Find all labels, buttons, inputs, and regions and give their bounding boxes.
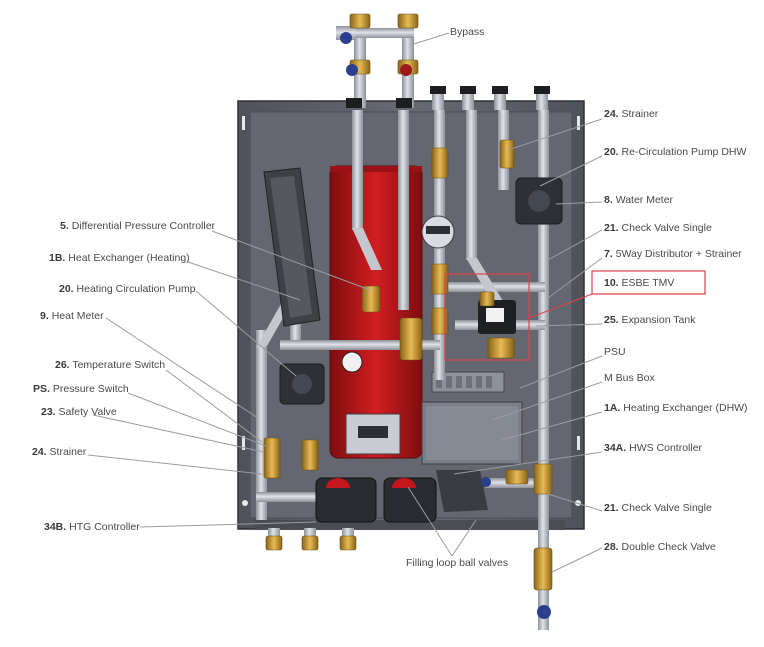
label-text: Strainer: [621, 108, 659, 120]
label-number: 23.: [41, 406, 56, 418]
label-number: 21.: [604, 502, 619, 514]
label-number: 9.: [40, 310, 49, 322]
heat-exchanger-heating: [263, 167, 321, 327]
pipe-caps: [346, 86, 550, 108]
label-text: Strainer: [49, 446, 87, 458]
label-check-valve-single-top: 21. Check Valve Single: [604, 222, 712, 235]
label-number: 20.: [604, 146, 619, 158]
label-text: ESBE TMV: [621, 277, 675, 289]
label-number: 5.: [60, 220, 69, 232]
label-text: Heating Circulation Pump: [76, 283, 196, 295]
label-m-bus-box: M Bus Box: [604, 372, 655, 385]
pressure-gauge: [341, 351, 363, 373]
label-safety-valve: 23. Safety Valve: [41, 406, 117, 419]
label-expansion-tank: 25. Expansion Tank: [604, 314, 695, 327]
label-double-check-valve: 28. Double Check Valve: [604, 541, 716, 554]
label-number: 24.: [32, 446, 47, 458]
label-number: 34A.: [604, 442, 627, 454]
label-recirculation-pump-dhw: 20. Re-Circulation Pump DHW: [604, 146, 746, 159]
psu: [431, 371, 505, 393]
label-text: PSU: [604, 346, 626, 358]
htg-hws-controllers: [315, 470, 488, 523]
esbe-tmv-highlight: [444, 270, 706, 361]
label-text: Pressure Switch: [52, 383, 129, 395]
label-strainer-left: 24. Strainer: [32, 446, 86, 459]
brass-fittings: [263, 13, 553, 591]
label-number: PS.: [33, 383, 50, 395]
label-check-valve-single-bottom: 21. Check Valve Single: [604, 502, 712, 515]
label-number: 21.: [604, 222, 619, 234]
label-hws-controller: 34A. HWS Controller: [604, 442, 702, 455]
label-number: 28.: [604, 541, 619, 553]
label-text: Heat Exchanger (Heating): [68, 252, 190, 264]
label-text: Heating Exchanger (DHW): [623, 402, 748, 414]
leader-lines: [87, 32, 603, 573]
label-number: 1A.: [604, 402, 621, 414]
label-text: Check Valve Single: [621, 222, 712, 234]
label-pressure-switch: PS. Pressure Switch: [33, 383, 129, 396]
label-heat-meter: 9. Heat Meter: [40, 310, 104, 323]
m-bus-box: [421, 401, 523, 465]
heat-meter: [345, 413, 401, 455]
label-psu: PSU: [604, 346, 626, 359]
label-text: Water Meter: [615, 194, 674, 206]
label-strainer-right: 24. Strainer: [604, 108, 658, 121]
label-number: 8.: [604, 194, 613, 206]
label-text: Heat Meter: [51, 310, 104, 322]
mounting-slot-icons: [242, 116, 581, 506]
label-text: Safety Valve: [58, 406, 117, 418]
label-text: HTG Controller: [69, 521, 140, 533]
label-text: HWS Controller: [629, 442, 703, 454]
label-heating-exchanger-dhw: 1A. Heating Exchanger (DHW): [604, 402, 748, 415]
ball-valve-handles: [340, 32, 551, 619]
label-heating-circulation-pump: 20. Heating Circulation Pump: [59, 283, 196, 296]
label-water-meter: 8. Water Meter: [604, 194, 673, 207]
label-text: 5Way Distributor + Strainer: [615, 248, 742, 260]
label-text: Re-Circulation Pump DHW: [621, 146, 747, 158]
label-number: 1B.: [49, 252, 66, 264]
label-differential-pressure-controller: 5. Differential Pressure Controller: [60, 220, 215, 233]
label-number: 24.: [604, 108, 619, 120]
heating-circulation-pump: [279, 363, 325, 405]
label-bypass: Bypass: [450, 26, 485, 38]
label-esbe-tmv: 10. ESBE TMV: [604, 277, 674, 290]
label-text: Check Valve Single: [621, 502, 712, 514]
label-number: 7.: [604, 248, 613, 260]
label-htg-controller: 34B. HTG Controller: [44, 521, 140, 534]
recirculation-pump-dhw: [515, 177, 563, 225]
esbe-tmv: [478, 300, 516, 334]
label-number: 26.: [55, 359, 70, 371]
label-5way-distributor: 7. 5Way Distributor + Strainer: [604, 248, 742, 261]
label-number: 25.: [604, 314, 619, 326]
label-temperature-switch: 26. Temperature Switch: [55, 359, 165, 372]
label-text: Temperature Switch: [72, 359, 166, 371]
label-number: 10.: [604, 277, 619, 289]
label-number: 34B.: [44, 521, 67, 533]
label-text: Expansion Tank: [621, 314, 696, 326]
label-filling-loop-ball-valves: Filling loop ball valves: [406, 557, 509, 569]
label-text: M Bus Box: [604, 372, 655, 384]
label-text: Double Check Valve: [621, 541, 716, 553]
label-number: 20.: [59, 283, 74, 295]
water-meter: [421, 215, 455, 249]
label-heat-exchanger-heating: 1B. Heat Exchanger (Heating): [49, 252, 190, 265]
label-text: Differential Pressure Controller: [71, 220, 216, 232]
